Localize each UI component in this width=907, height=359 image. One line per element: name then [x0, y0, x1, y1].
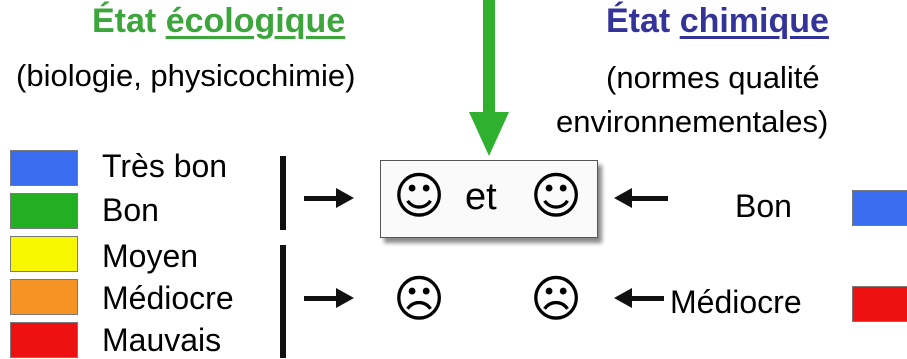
frowning-face-icon: ☹	[393, 270, 446, 328]
legend-label-bon: Bon	[102, 192, 159, 228]
chemical-state-subtitle-line1: (normes qualité	[606, 60, 820, 95]
conjunction-et: et	[465, 176, 497, 218]
group-bar-good	[280, 156, 286, 230]
legend-label-tres-bon: Très bon	[102, 148, 228, 184]
legend-swatch-mauvais	[10, 322, 78, 358]
good-status-box	[380, 160, 598, 238]
group-bar-bad	[280, 245, 286, 358]
chemical-swatch-mediocre	[852, 286, 907, 322]
legend-swatch-mediocre	[10, 279, 78, 315]
ecological-state-subtitle: (biologie, physicochimie)	[16, 58, 356, 93]
arrow-good-right	[614, 188, 668, 208]
chemical-state-title: État chimique	[606, 2, 829, 40]
arrow-bad-left	[304, 288, 354, 308]
arrow-good-left	[304, 188, 354, 208]
arrow-bad-right	[614, 288, 664, 308]
frowning-face-icon: ☹	[530, 270, 583, 328]
chemical-swatch-bon	[852, 190, 907, 226]
chemical-label-mediocre: Médiocre	[670, 284, 802, 320]
chemical-label-bon: Bon	[735, 188, 792, 224]
legend-swatch-tres-bon	[10, 150, 78, 186]
green-down-arrow	[469, 0, 509, 156]
smiley-face-icon: ☺	[393, 167, 446, 225]
legend-label-mauvais: Mauvais	[102, 322, 222, 358]
legend-swatch-moyen	[10, 236, 78, 272]
legend-label-mediocre: Médiocre	[102, 280, 234, 316]
smiley-face-icon: ☺	[530, 167, 583, 225]
ecological-state-title: État écologique	[92, 2, 346, 40]
chemical-state-subtitle-line2: environnementales)	[556, 104, 829, 139]
legend-label-moyen: Moyen	[102, 238, 199, 274]
legend-swatch-bon	[10, 193, 78, 229]
